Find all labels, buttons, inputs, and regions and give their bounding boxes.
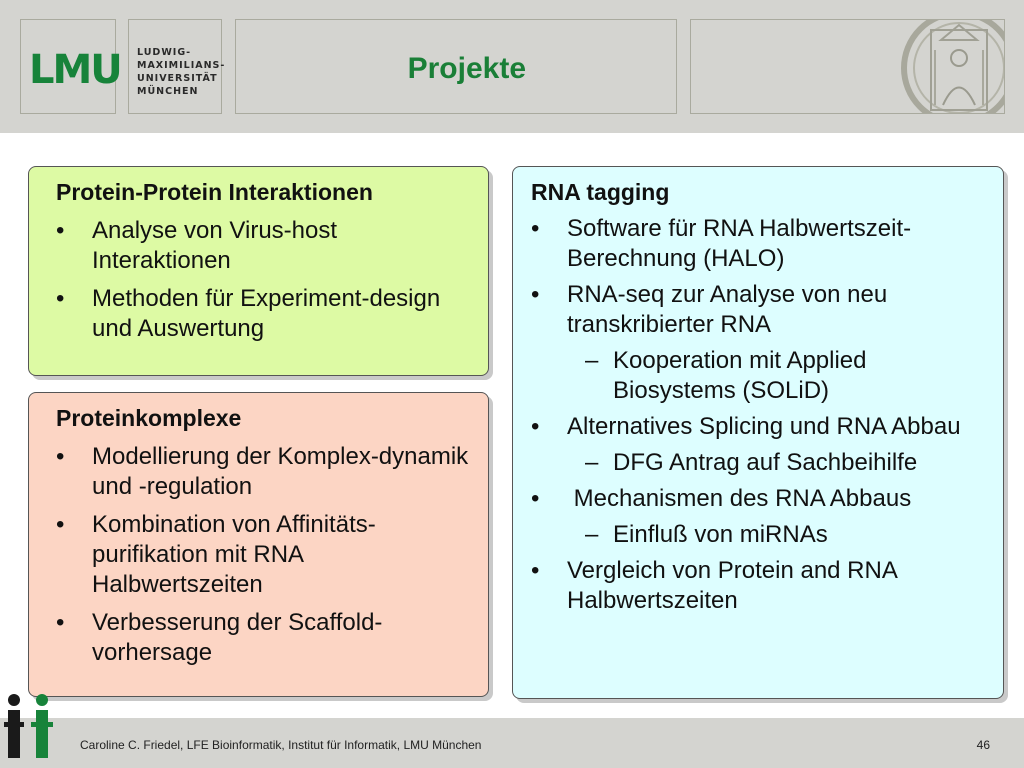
item-text: RNA-seq zur Analyse von neu transkribier… — [567, 281, 888, 338]
bullet-list: • Analyse von Virus-host Interaktionen • M… — [56, 216, 472, 344]
item-text: Alternatives Splicing und RNA Abbau — [567, 413, 961, 440]
list-item: • Analyse von Virus-host Interaktionen — [56, 216, 472, 276]
panel-heading: Proteinkomplexe — [56, 405, 242, 431]
page-number: 46 — [976, 738, 990, 752]
item-text: Verbesserung der Scaffold-vorhersage — [92, 609, 383, 666]
item-text: Vergleich von Protein and RNA Halbwertsz… — [567, 557, 897, 614]
bullet: • — [56, 443, 65, 470]
university-line: MÜNCHEN — [137, 86, 199, 97]
header-bar: LMU LUDWIG- MAXIMILIANS- UNIVERSITÄT MÜN… — [0, 0, 1024, 133]
item-text: Mechanismen des RNA Abbaus — [567, 485, 912, 512]
list-item: • Alternatives Splicing und RNA Abbau — [531, 412, 987, 442]
item-text: Modellierung der Komplex-dynamik und -re… — [92, 443, 469, 500]
page-title: Projekte — [407, 52, 526, 85]
footer-bar: Caroline C. Friedel, LFE Bioinformatik, … — [0, 718, 1024, 768]
university-line: UNIVERSITÄT — [137, 73, 218, 84]
sub-list-item: –DFG Antrag auf Sachbeihilfe — [531, 448, 987, 478]
bullet: • — [531, 485, 540, 512]
bullet-list: • Modellierung der Komplex-dynamik und -r… — [56, 442, 472, 668]
university-line: LUDWIG- — [137, 47, 192, 58]
footer-text: Caroline C. Friedel, LFE Bioinformatik, … — [80, 738, 482, 752]
bullet: • — [56, 217, 65, 244]
bullet: • — [56, 285, 65, 312]
bullet: • — [56, 511, 65, 538]
lmu-logo-box: LMU — [20, 19, 123, 114]
list-item: • RNA-seq zur Analyse von neu transkribie… — [531, 280, 987, 340]
bullet: • — [531, 281, 540, 308]
list-item: • Vergleich von Protein and RNA Halbwerts… — [531, 556, 987, 616]
item-text: Methoden für Experiment-design und Auswe… — [92, 285, 441, 342]
list-item: • Verbesserung der Scaffold-vorhersage — [56, 608, 472, 668]
panel-heading: Protein-Protein Interaktionen — [56, 179, 373, 205]
bullet: • — [531, 215, 540, 242]
seal-box — [690, 19, 1005, 114]
panel-heading: RNA tagging — [531, 179, 670, 205]
dash: – — [585, 347, 599, 374]
item-text: Kooperation mit Applied Biosystems (SOLi… — [613, 347, 867, 404]
sub-list-item: –Kooperation mit Applied Biosystems (SOL… — [531, 346, 987, 406]
list-item: • Kombination von Affinitäts-purifikation… — [56, 510, 472, 600]
sub-list-item: –Einfluß von miRNAs — [531, 520, 987, 550]
university-name: LUDWIG- MAXIMILIANS- UNIVERSITÄT MÜNCHEN — [137, 46, 225, 98]
list-item: • Software für RNA Halbwertszeit-Berechnu… — [531, 214, 987, 274]
item-text: Analyse von Virus-host Interaktionen — [92, 217, 338, 274]
protein-protein-panel: Protein-Protein Interaktionen • Analyse v… — [28, 166, 489, 376]
item-text: DFG Antrag auf Sachbeihilfe — [613, 449, 918, 476]
list-item: • Modellierung der Komplex-dynamik und -r… — [56, 442, 472, 502]
bullet: • — [531, 557, 540, 584]
lmu-logo: LMU — [29, 47, 123, 93]
dash: – — [585, 521, 599, 548]
dash: – — [585, 449, 599, 476]
bullet-list: • Software für RNA Halbwertszeit-Berechnu… — [531, 214, 987, 616]
item-text: Kombination von Affinitäts-purifikation … — [92, 511, 376, 598]
item-text: Software für RNA Halbwertszeit-Berechnun… — [567, 215, 912, 272]
university-name-box: LUDWIG- MAXIMILIANS- UNIVERSITÄT MÜNCHEN — [128, 19, 225, 114]
bullet: • — [56, 609, 65, 636]
rna-tagging-panel: RNA tagging • Software für RNA Halbwertsz… — [512, 166, 1004, 699]
university-seal-image — [901, 20, 1004, 113]
list-item: • Mechanismen des RNA Abbaus — [531, 484, 987, 514]
proteinkomplexe-panel: Proteinkomplexe • Modellierung der Komple… — [28, 392, 489, 697]
university-line: MAXIMILIANS- — [137, 60, 226, 71]
item-text: Einfluß von miRNAs — [613, 521, 828, 548]
bullet: • — [531, 413, 540, 440]
title-box: Projekte — [235, 19, 677, 114]
ii-logo-icon — [4, 694, 53, 758]
list-item: • Methoden für Experiment-design und Ausw… — [56, 284, 472, 344]
